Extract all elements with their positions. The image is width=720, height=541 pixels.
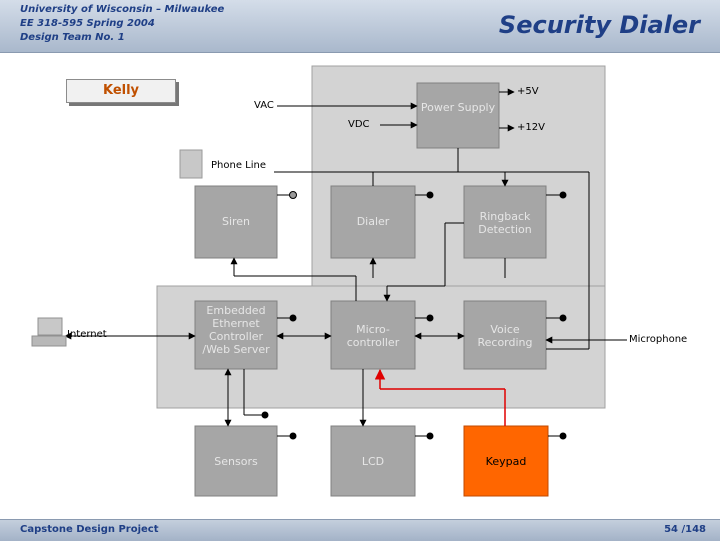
embedded-controller-label: Embedded Ethernet Controller /Web Server	[202, 304, 270, 356]
power-supply-label: Power Supply	[420, 101, 496, 114]
plus5v-label: +5V	[517, 86, 539, 97]
lcd-block	[330, 425, 416, 497]
page-number: 54 /148	[664, 524, 706, 535]
lcd-label: LCD	[361, 455, 385, 468]
dialer-block	[330, 185, 416, 259]
slide-footer: Capstone Design Project 54 /148	[0, 519, 720, 541]
ringback-block	[463, 185, 547, 259]
slide-header: University of Wisconsin – Milwaukee EE 3…	[0, 0, 720, 53]
siren-label: Siren	[221, 215, 251, 228]
microcontroller-label: Micro-controller	[346, 323, 400, 349]
page-title: Security Dialer	[498, 11, 700, 39]
course-line: EE 318-595 Spring 2004	[20, 18, 155, 29]
siren-block	[194, 185, 278, 259]
computer-icon	[31, 317, 67, 347]
sensors-label: Sensors	[214, 455, 258, 468]
keypad-label: Keypad	[485, 455, 527, 468]
footer-project: Capstone Design Project	[20, 524, 159, 535]
power-supply-block	[416, 82, 500, 149]
university-line: University of Wisconsin – Milwaukee	[20, 4, 225, 15]
voice-recording-block	[463, 300, 547, 370]
internet-label: Internet	[67, 329, 107, 340]
vac-label: VAC	[254, 100, 274, 111]
plus12v-label: +12V	[517, 122, 545, 133]
sensors-block	[194, 425, 278, 497]
ringback-label: Ringback Detection	[478, 210, 532, 236]
keypad-block	[463, 425, 549, 497]
vdc-label: VDC	[348, 119, 370, 130]
embedded-controller-block	[194, 300, 278, 370]
microphone-label: Microphone	[629, 334, 688, 345]
dialer-label: Dialer	[356, 215, 390, 228]
microcontroller-block	[330, 300, 416, 370]
connector-dots	[261, 191, 567, 440]
team-line: Design Team No. 1	[20, 32, 125, 43]
keypad-wire	[374, 368, 506, 426]
phone-line-label: Phone Line	[211, 160, 266, 171]
phone-jack-icon	[179, 149, 203, 179]
power-wires	[274, 88, 590, 350]
voice-recording-label: Voice Recording	[477, 323, 533, 349]
kelly-tag: Kelly	[66, 79, 176, 103]
signal-wires	[64, 194, 627, 437]
